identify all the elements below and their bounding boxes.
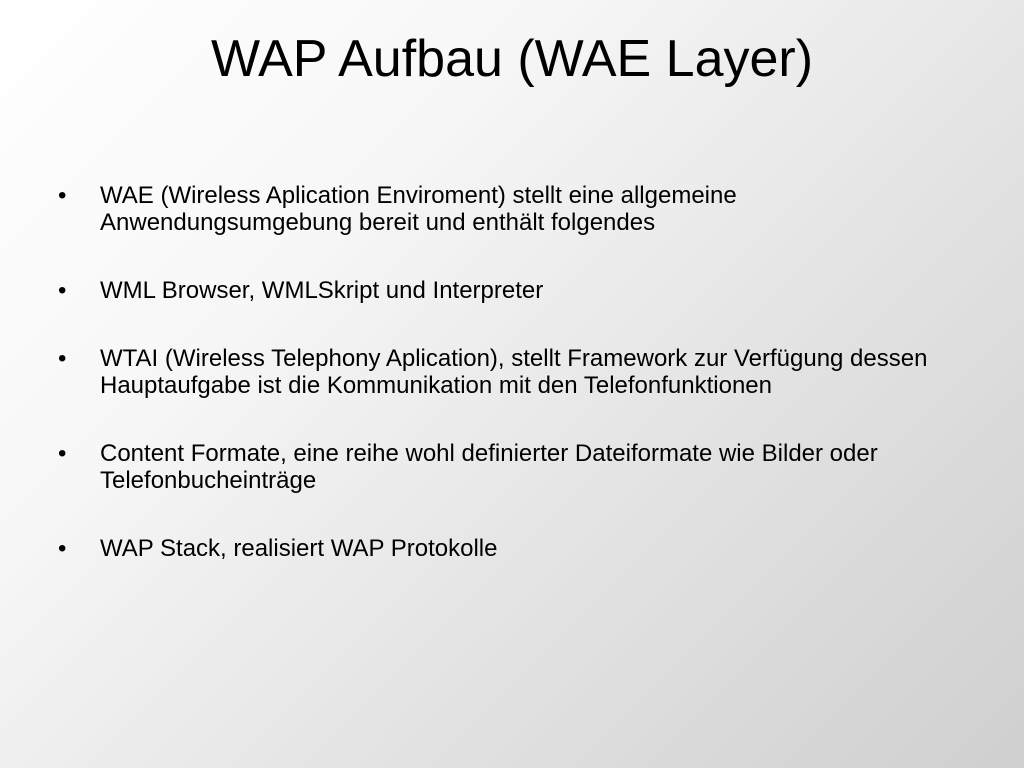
- bullet-item: • WTAI (Wireless Telephony Aplication), …: [58, 345, 978, 399]
- bullet-item: • WAE (Wireless Aplication Enviroment) s…: [58, 182, 978, 236]
- bullet-text: WTAI (Wireless Telephony Aplication), st…: [100, 345, 928, 399]
- bullet-text: Content Formate, eine reihe wohl definie…: [100, 440, 878, 494]
- bullet-text: WML Browser, WMLSkript und Interpreter: [100, 277, 544, 304]
- bullet-icon: •: [58, 535, 67, 562]
- bullet-icon: •: [58, 277, 67, 304]
- bullet-item: • Content Formate, eine reihe wohl defin…: [58, 440, 978, 494]
- slide-title: WAP Aufbau (WAE Layer): [210, 30, 814, 88]
- bullet-text: WAP Stack, realisiert WAP Protokolle: [100, 535, 498, 562]
- bullet-text: WAE (Wireless Aplication Enviroment) ste…: [100, 182, 737, 236]
- bullet-item: • WML Browser, WMLSkript und Interpreter: [58, 277, 978, 304]
- bullet-icon: •: [58, 440, 67, 467]
- bullet-item: • WAP Stack, realisiert WAP Protokolle: [58, 535, 978, 562]
- bullet-list: • WAE (Wireless Aplication Enviroment) s…: [58, 182, 978, 562]
- bullet-icon: •: [58, 345, 67, 372]
- bullet-icon: •: [58, 182, 67, 209]
